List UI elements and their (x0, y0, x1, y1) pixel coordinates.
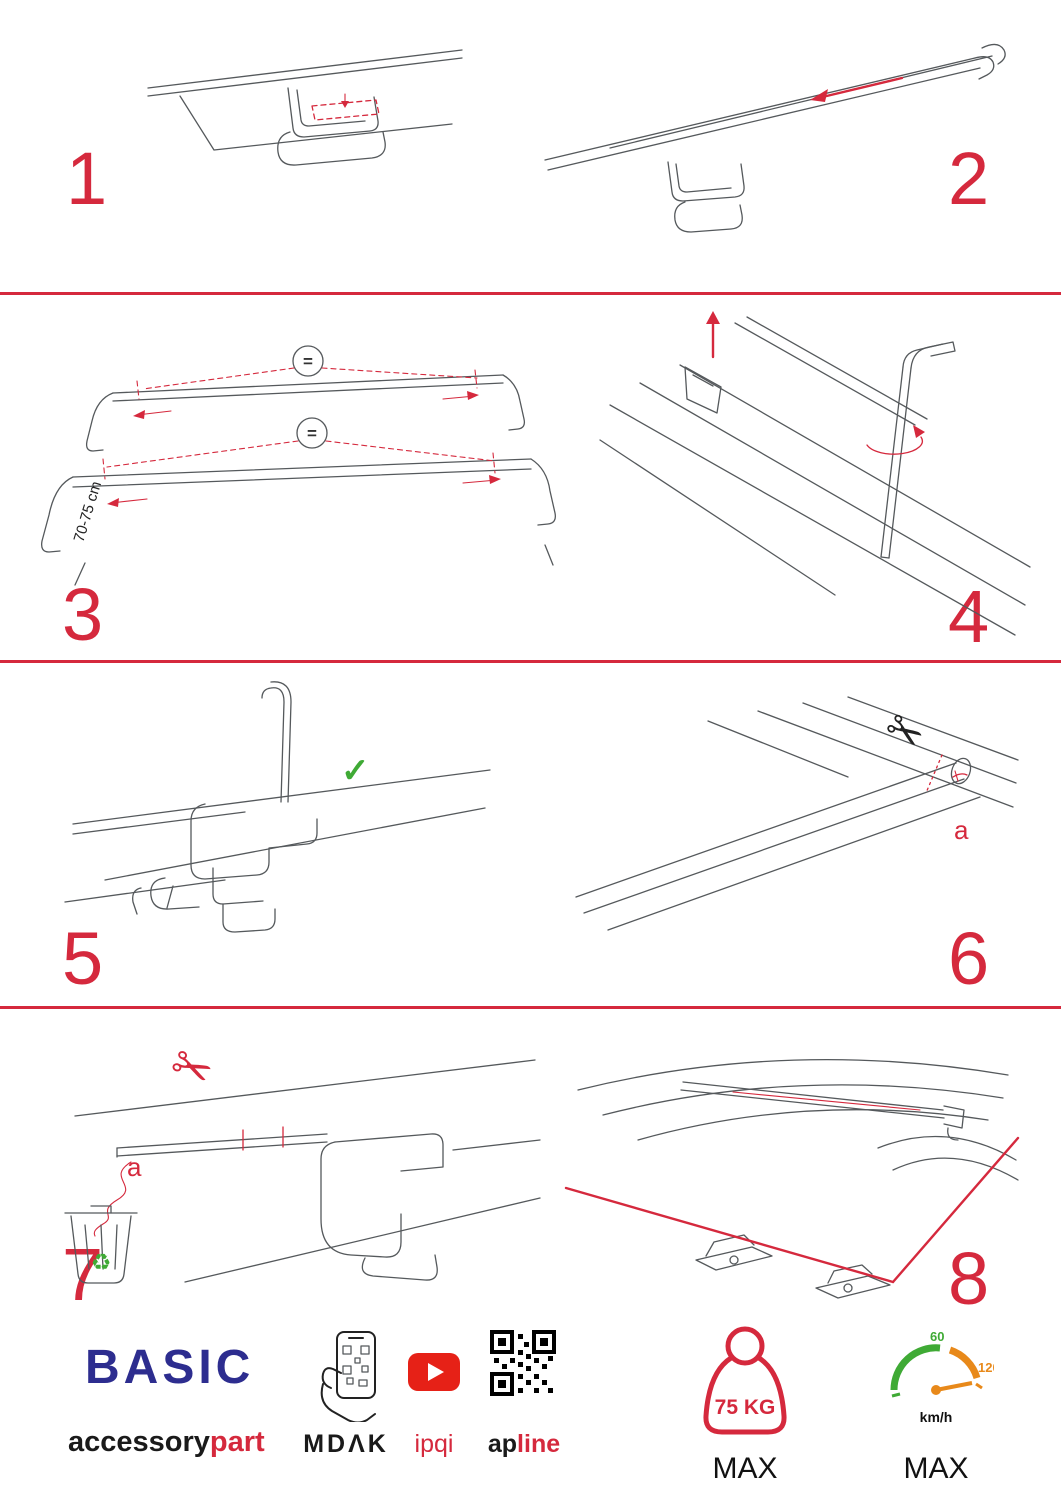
step-1-number: 1 (66, 137, 108, 220)
speed-120-label: 120 (978, 1360, 994, 1375)
weight-max-label: MAX (712, 1452, 778, 1485)
qr-code-icon (490, 1330, 556, 1396)
recycle-icon: ♻ (91, 1249, 112, 1275)
scissors-red-icon: ✂ (162, 1036, 221, 1101)
equal-bottom-label: = (307, 424, 317, 443)
step-8-drawing (564, 1058, 1020, 1299)
check-mark: ✓ (341, 752, 370, 790)
step-6-number: 6 (948, 917, 990, 1000)
speedometer-icon: 60 120 km/h (890, 1329, 994, 1425)
strip-label-a: a (954, 815, 969, 845)
youtube-icon (408, 1353, 460, 1391)
brand-accessorypart: accessorypart (68, 1426, 265, 1459)
brand-part-text: part (209, 1426, 265, 1458)
step-1-drawing (147, 49, 463, 166)
logo-mdak: MDΛK (303, 1430, 389, 1458)
phone-qr-scan-icon (320, 1331, 376, 1422)
speed-60-label: 60 (930, 1329, 944, 1344)
speed-unit-label: km/h (920, 1409, 953, 1425)
step-4-drawing (599, 311, 1031, 636)
row-divider-3 (0, 1006, 1061, 1009)
weight-value-label: 75 KG (715, 1396, 776, 1419)
step-5-drawing: ✓ (64, 681, 491, 933)
row-divider-1 (0, 292, 1061, 295)
step-6-drawing: ✂ a (575, 696, 1019, 931)
step-2-drawing (544, 43, 1006, 233)
equal-top-label: = (303, 352, 313, 371)
step-7-number: 7 (62, 1233, 104, 1316)
logo-apline-ap: ap (487, 1430, 518, 1458)
step-3-drawing: = = 70-75 cm (41, 345, 556, 586)
speed-max-label: MAX (903, 1452, 969, 1485)
step-5-number: 5 (62, 917, 104, 1000)
strip-label-a-2: a (127, 1152, 142, 1182)
logo-ipqi: ipqi (414, 1430, 454, 1458)
max-weight-icon: 75 KG (703, 1326, 787, 1435)
logo-apline-line: line (517, 1430, 561, 1458)
row-divider-2 (0, 660, 1061, 663)
brand-accessory-text: accessory (68, 1426, 210, 1458)
logo-apline: apline (486, 1430, 562, 1459)
step-2-number: 2 (948, 137, 990, 220)
step-3-number: 3 (62, 573, 104, 656)
step-8-number: 8 (948, 1237, 990, 1320)
brand-basic-logo: BASIC (85, 1341, 255, 1394)
distance-measurement-label: 70-75 cm (71, 479, 106, 544)
step-7-drawing: ✂ a ♻ (64, 1036, 541, 1284)
